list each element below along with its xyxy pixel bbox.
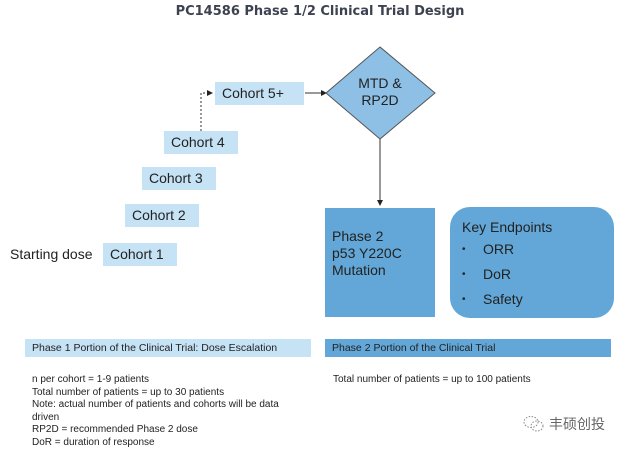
endpoints-title: Key Endpoints (462, 219, 553, 235)
note-line: driven (32, 411, 60, 423)
note-line: Note: actual number of patients and coho… (32, 399, 279, 410)
bullet-icon: • (462, 294, 466, 305)
cohort-5-plus-box: Cohort 5+ (215, 82, 304, 105)
cohort-4-box: Cohort 4 (164, 131, 238, 154)
watermark: 丰硕创投 (523, 414, 605, 434)
cohort-3-box: Cohort 3 (142, 167, 216, 190)
mtd-line: MTD & (358, 75, 402, 91)
starting-dose-label: Starting dose (10, 246, 93, 262)
note-line: n per cohort = 1-9 patients (32, 374, 150, 385)
bullet-icon: • (462, 269, 466, 280)
endpoint-item: • DoR (462, 262, 602, 287)
endpoint-label: ORR (483, 241, 515, 257)
watermark-text: 丰硕创投 (549, 416, 605, 432)
key-endpoints-box: Key Endpoints • ORR • DoR • Safety (450, 207, 614, 318)
bullet-icon: • (462, 244, 466, 255)
note-line: Total number of patients = up to 30 pati… (32, 386, 225, 398)
phase1-notes: n per cohort = 1-9 patients Total number… (32, 374, 279, 449)
note-line: Total number of patients = up to 100 pat… (333, 374, 531, 385)
cohort-2-box: Cohort 2 (125, 204, 199, 227)
phase2-notes: Total number of patients = up to 100 pat… (333, 374, 531, 387)
note-line: RP2D = recommended Phase 2 dose (32, 424, 198, 435)
phase2-line: Phase 2 (332, 228, 384, 244)
wechat-icon (523, 416, 544, 432)
mutation-name-line: p53 Y220C (332, 245, 402, 261)
diagram-title: PC14586 Phase 1/2 Clinical Trial Design (175, 4, 465, 19)
phase2-band-label: Phase 2 Portion of the Clinical Trial (325, 339, 611, 357)
cohort-1-box: Cohort 1 (103, 243, 177, 266)
mtd-decision-label: MTD & RP2D (340, 75, 420, 109)
endpoint-item: • ORR (462, 237, 602, 262)
mutation-line: Mutation (332, 262, 386, 278)
phase2-mutation-box: Phase 2 p53 Y220C Mutation (325, 208, 435, 317)
endpoint-item: • Safety (462, 287, 602, 312)
endpoint-label: Safety (483, 291, 523, 307)
endpoint-label: DoR (483, 266, 512, 282)
dashed-arrow-cohort4-to-cohort5 (200, 90, 213, 131)
rp2d-line: RP2D (361, 92, 399, 108)
note-line: DoR = duration of response (32, 436, 155, 448)
phase1-band-label: Phase 1 Portion of the Clinical Trial: D… (25, 339, 311, 357)
